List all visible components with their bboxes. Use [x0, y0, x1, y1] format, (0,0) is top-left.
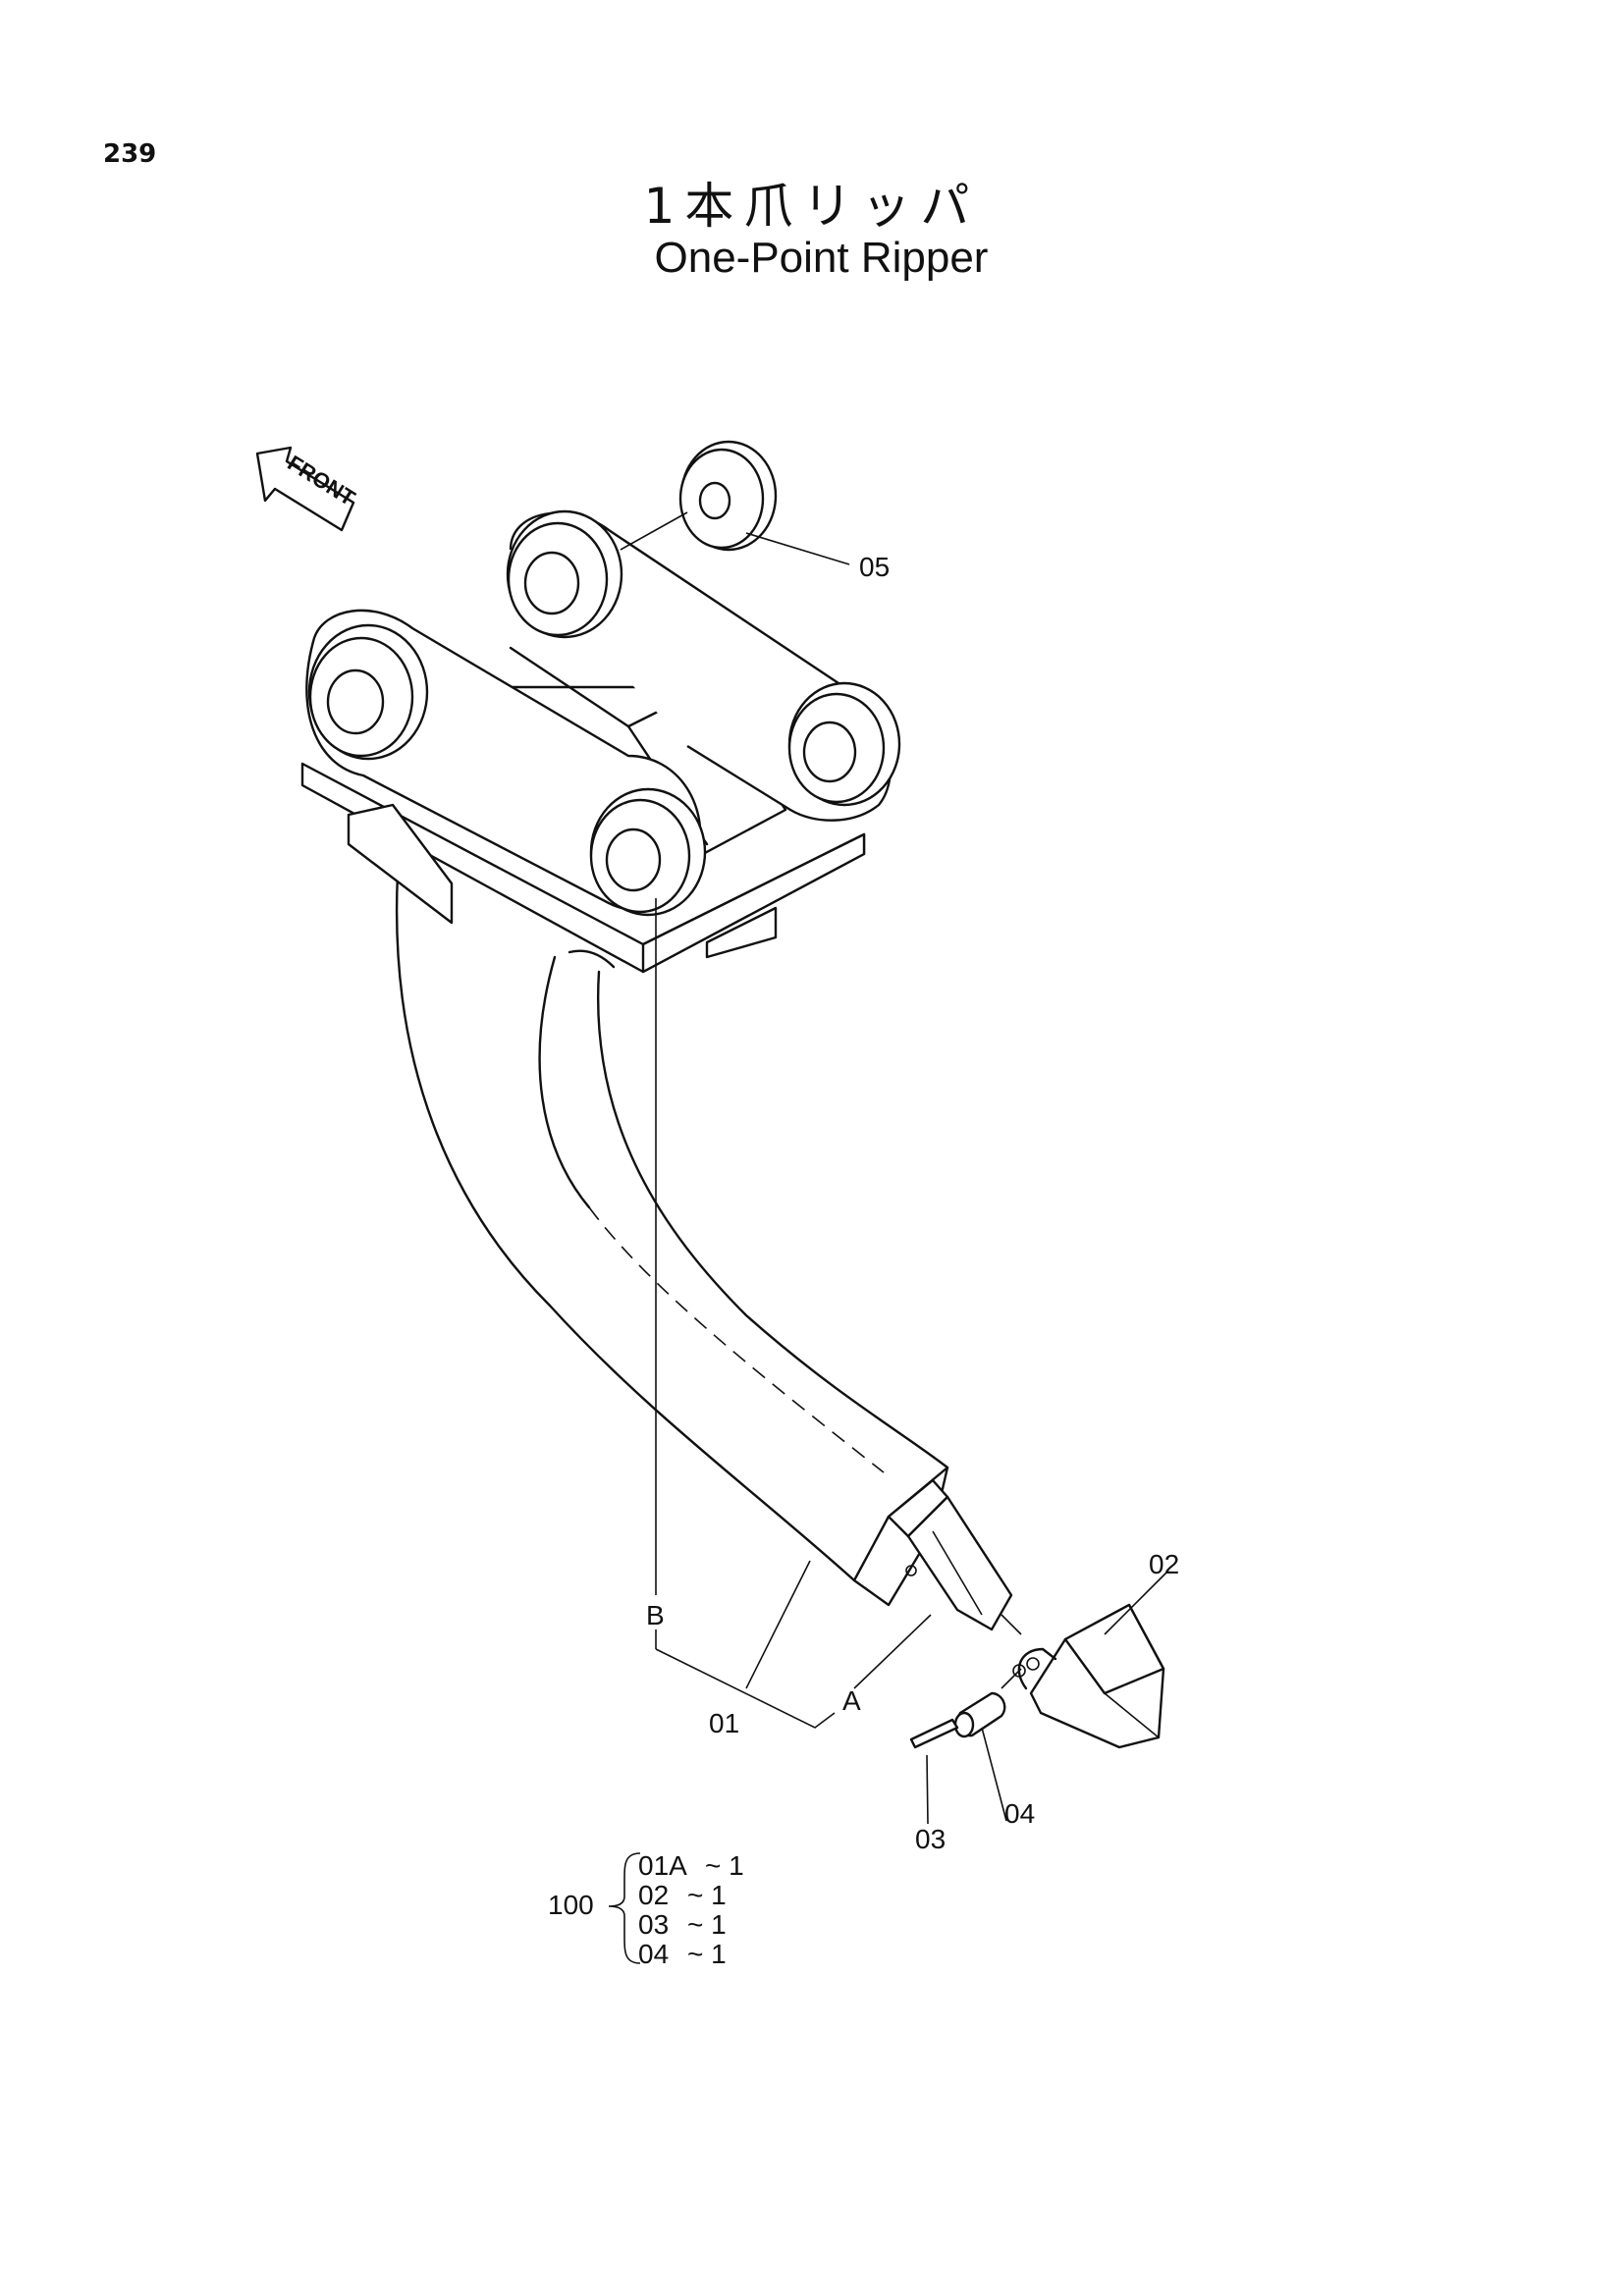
boss-front-right: [589, 787, 707, 917]
callout-01: 01: [709, 1708, 739, 1738]
kit-item-code: 04: [638, 1939, 669, 1969]
part-03-pin: [909, 1718, 959, 1825]
assembly-kit-list: 100 01A ~ 1 02 ~ 1 03 ~ 1 04 ~ 1: [548, 1850, 744, 1969]
callout-b: B: [646, 1600, 665, 1630]
front-arrow-icon: FRONT: [255, 446, 360, 532]
kit-brace: [608, 1852, 641, 1964]
kit-item-qty: ~ 1: [705, 1850, 744, 1881]
assembly-lines: [655, 898, 1022, 1729]
kit-item-qty: ~ 1: [687, 1909, 727, 1940]
callout-a: A: [842, 1685, 861, 1716]
part-05-washer: [620, 440, 850, 565]
kit-item-code: 02: [638, 1880, 669, 1910]
page-number: 239: [103, 139, 157, 169]
callout-03: 03: [915, 1824, 946, 1854]
ripper-shank: [395, 872, 1013, 1631]
boss-rear-right: [787, 681, 901, 807]
callout-02: 02: [1149, 1549, 1179, 1579]
boss-front-left: [307, 623, 429, 761]
part-04-retainer: [953, 1691, 1007, 1822]
kit-item-qty: ~ 1: [687, 1939, 727, 1969]
ripper-bracket: [300, 509, 901, 974]
callout-04: 04: [1004, 1798, 1035, 1829]
title-english: One-Point Ripper: [654, 234, 989, 282]
kit-item-code: 01A: [638, 1850, 687, 1881]
kit-number: 100: [548, 1890, 594, 1920]
kit-item-code: 03: [638, 1909, 669, 1940]
boss-rear-left: [506, 509, 623, 639]
part-02-tooth-point: [1012, 1570, 1169, 1749]
callout-05: 05: [859, 552, 890, 582]
kit-item-qty: ~ 1: [687, 1880, 727, 1910]
title-japanese: 1本爪リッパ: [643, 178, 980, 235]
